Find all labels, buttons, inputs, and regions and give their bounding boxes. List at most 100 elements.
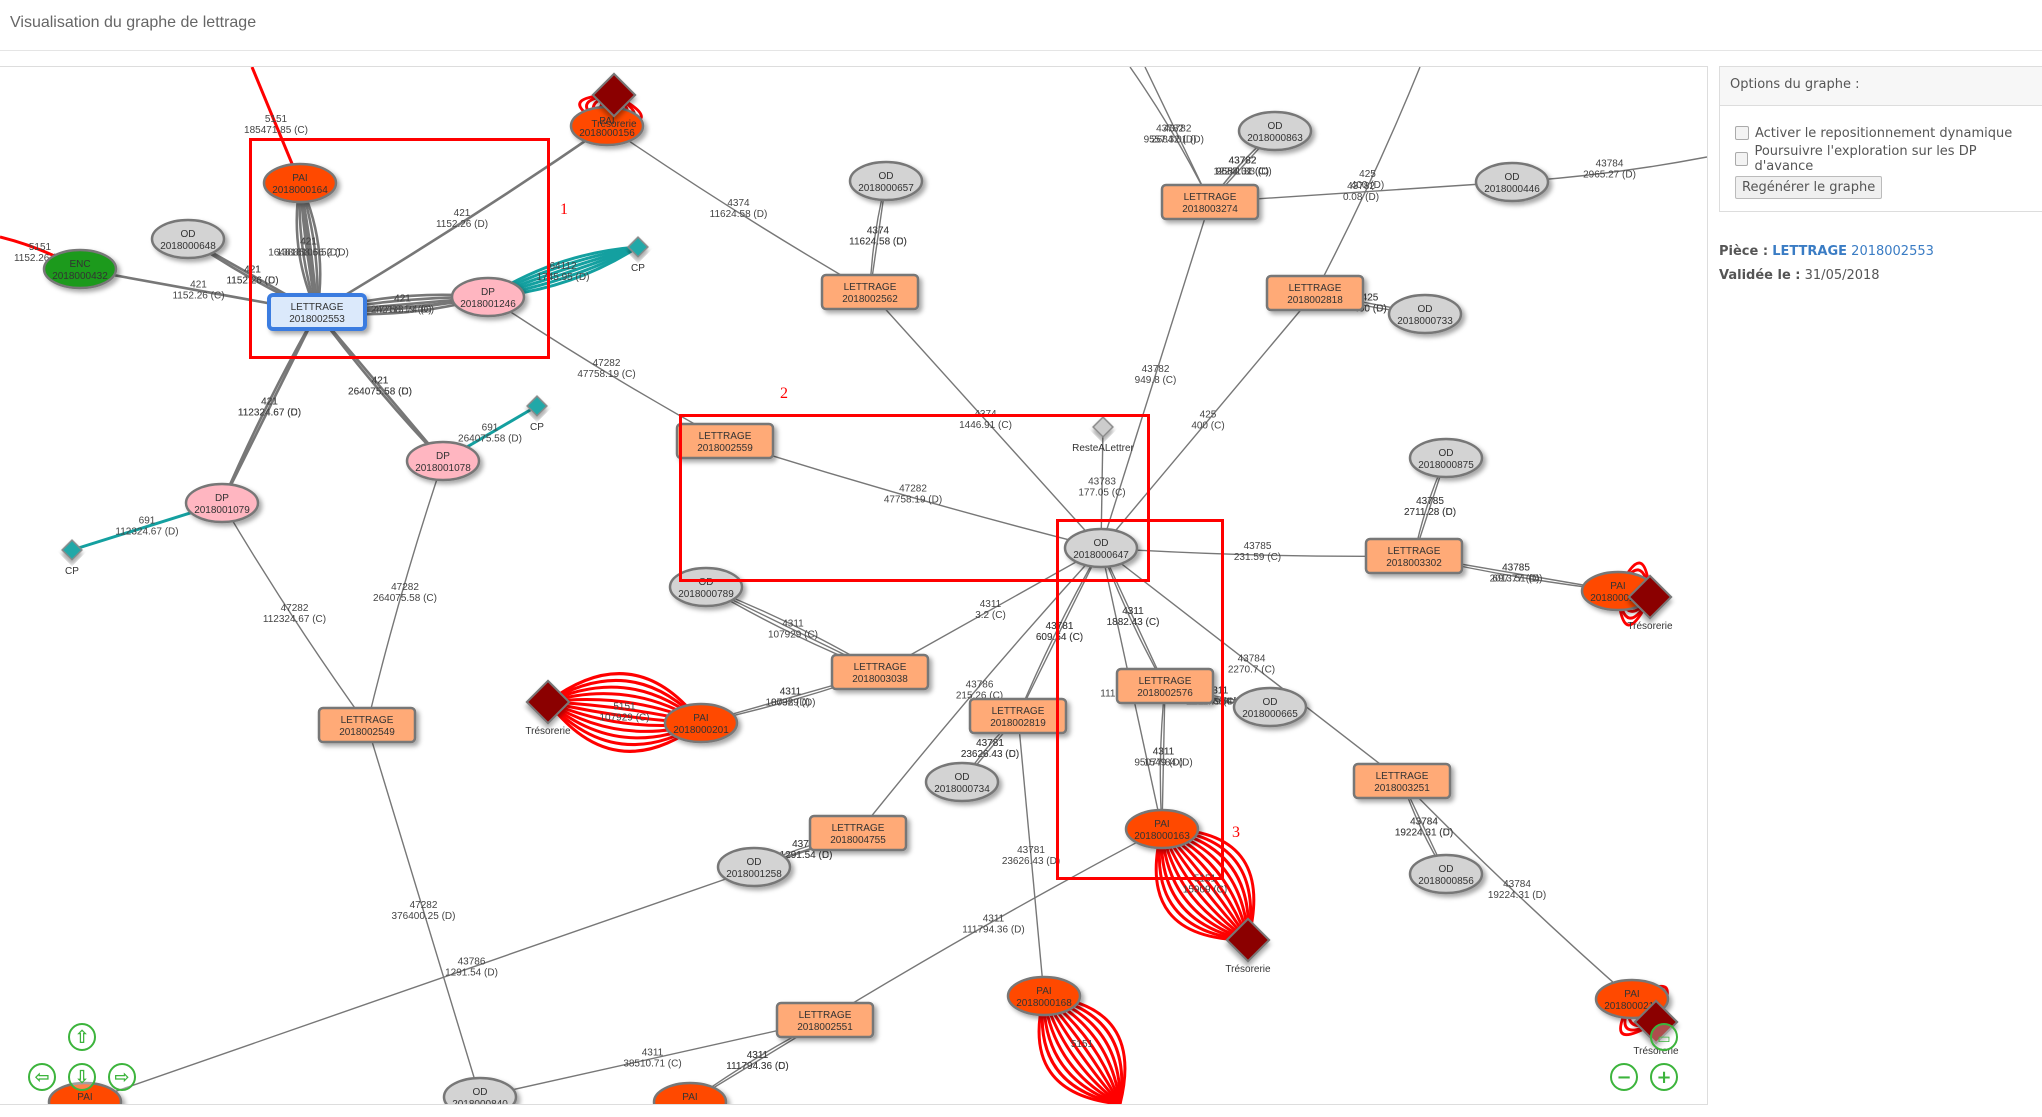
edge-account-label: 421 <box>394 294 411 305</box>
pan-left-button[interactable]: ⇦ <box>28 1063 56 1091</box>
node-ref-label: 2018001078 <box>415 463 471 474</box>
edge-amount-label: 95077.84 (D) <box>1134 758 1192 769</box>
node-label: CP <box>65 566 79 577</box>
graph-edge <box>221 502 368 726</box>
edge-amount-label: 164818105.52 (D) <box>268 248 349 259</box>
edge-amount-label: 1152.26 (C) <box>226 276 278 287</box>
node-ref-label: 2018000168 <box>1016 998 1072 1009</box>
edge-account-label: 691 <box>482 423 499 434</box>
edge-account-label: 421 <box>394 294 411 305</box>
node-ellipse <box>1232 686 1308 728</box>
node-ref-label: 2018001258 <box>726 869 782 880</box>
tresorerie-diamond-icon <box>591 72 637 118</box>
option-dynamic-repositioning[interactable]: Activer le repositionnement dynamique <box>1735 120 2027 146</box>
lettrage-box <box>267 293 367 331</box>
regenerate-graph-button[interactable]: Regénérer le graphe <box>1735 176 1883 199</box>
edge-account-label: 43785 <box>1416 496 1444 507</box>
graph-node-tresorerie[interactable]: Trésorerie <box>525 679 571 737</box>
node-type-label: PAI <box>599 116 614 127</box>
graph-node-cp[interactable]: CP <box>61 539 83 577</box>
graph-edge <box>1017 547 1102 717</box>
dynamic-repositioning-checkbox[interactable] <box>1735 126 1749 140</box>
explore-dp-checkbox[interactable] <box>1735 152 1749 166</box>
graph-node-tresorerie[interactable]: Trésorerie <box>1225 917 1271 975</box>
node-label: Trésorerie <box>525 726 571 737</box>
node-ref-label: 2018003251 <box>1374 783 1430 794</box>
edge-amount-label: 2711.28 (D) <box>1404 507 1456 518</box>
graph-node-restealettrer[interactable]: ResteALettrer <box>1072 416 1135 454</box>
edge-account-label: 43782 <box>1229 156 1257 167</box>
cp-diamond-icon <box>526 395 548 417</box>
validated-date: 31/05/2018 <box>1804 268 1880 283</box>
node-ellipse <box>1474 161 1550 203</box>
graph-node-cp[interactable]: CP <box>627 236 649 274</box>
zoom-out-button[interactable]: − <box>1610 1063 1638 1091</box>
fit-view-button[interactable]: ▭ <box>1650 1023 1678 1051</box>
graph-node-tresorerie[interactable]: Trésorerie <box>1627 574 1673 632</box>
node-ellipse <box>668 566 744 608</box>
edge-account-label: 4374 <box>974 409 997 420</box>
edge-account-label: 5151 <box>265 114 288 125</box>
node-ref-label: 2018000875 <box>1418 460 1474 471</box>
piece-link[interactable]: LETTRAGE 2018002553 <box>1772 244 1934 259</box>
lettrage-box <box>1364 537 1464 575</box>
pan-right-button[interactable]: ⇨ <box>108 1063 136 1091</box>
graph-node-pai[interactable]: PAI <box>652 1081 728 1104</box>
node-ref-label: 2018000856 <box>1418 876 1474 887</box>
pan-up-button[interactable]: ⇧ <box>68 1023 96 1051</box>
node-type-label: DP <box>215 493 229 504</box>
zoom-in-button[interactable]: + <box>1650 1063 1678 1091</box>
option-explore-dp[interactable]: Poursuivre l'exploration sur les DP d'av… <box>1735 144 2027 174</box>
graph-node-cp[interactable]: CP <box>526 395 548 433</box>
graph-node-tresorerie[interactable]: Trésorerie <box>591 72 637 130</box>
edge-account-label: 47282 <box>391 582 419 593</box>
node-ellipse <box>1063 527 1139 569</box>
graph-node-od[interactable]: OD2018000840 <box>442 1076 518 1104</box>
node-ref-label: 2018000156 <box>579 128 635 139</box>
node-type-label: PAI <box>682 1092 697 1103</box>
node-ref-label: 2018002576 <box>1137 688 1193 699</box>
pan-down-button[interactable]: ⇩ <box>68 1063 96 1091</box>
edge-amount-label: 23626.43 (C) <box>961 749 1019 760</box>
node-type-label: OD <box>1268 121 1283 132</box>
cp-diamond-icon <box>61 539 83 561</box>
node-type-label: OD <box>699 577 714 588</box>
edge-amount-label: 400 (D) <box>1353 304 1386 315</box>
node-ref-label: 2018000665 <box>1242 709 1298 720</box>
